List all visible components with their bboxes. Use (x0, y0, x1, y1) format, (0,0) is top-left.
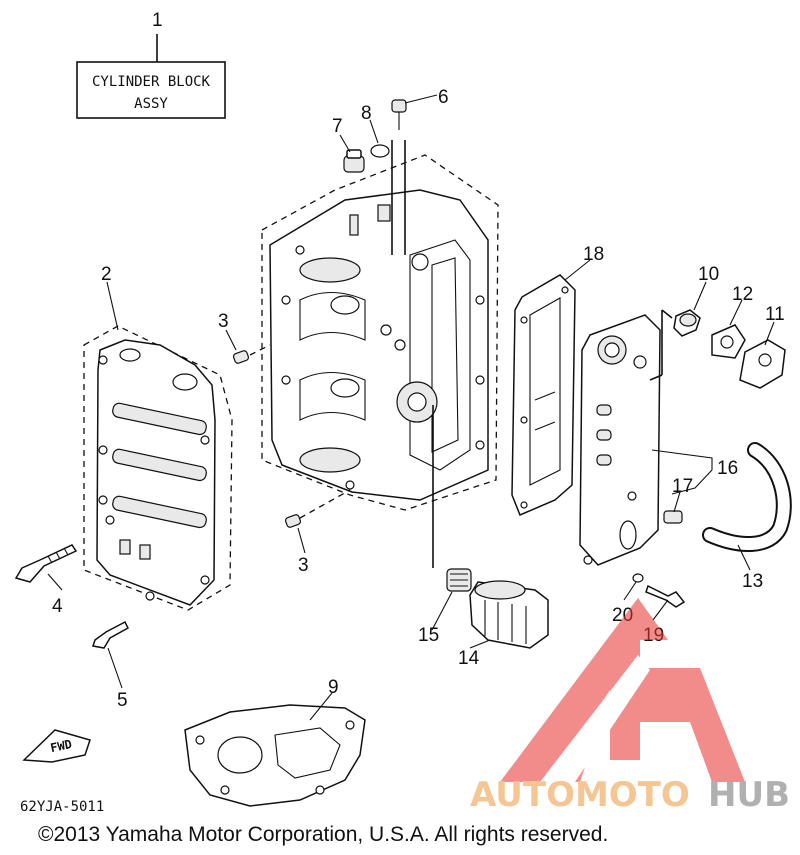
part-number-18: 18 (583, 244, 604, 265)
crankcase-part-2 (83, 325, 233, 611)
title-box: CYLINDER BLOCK ASSY (76, 61, 226, 119)
part-number-9: 9 (328, 677, 339, 698)
bolt-part-4 (14, 544, 78, 583)
cover-part-16 (579, 314, 661, 566)
leader-lines (47, 94, 775, 721)
part-number-1: 1 (152, 10, 163, 31)
part-number-10: 10 (698, 264, 719, 285)
part-number-6: 6 (438, 87, 449, 108)
hose-part-13 (702, 442, 792, 552)
title-line-2: ASSY (134, 96, 168, 112)
part-number-4: 4 (52, 596, 63, 617)
part-number-17: 17 (672, 476, 693, 497)
gasket-part-18 (511, 274, 576, 516)
dowel-pin-lower (284, 514, 302, 528)
part-number-16: 16 (717, 458, 738, 479)
gasket-part-9 (184, 704, 366, 807)
part-number-11: 11 (765, 304, 785, 325)
watermark-logo: AUTOMOTO HUB (470, 598, 790, 815)
gasket-part-12 (711, 324, 746, 359)
plug-part-6 (391, 99, 407, 130)
bolt-part-19 (645, 584, 686, 608)
part-number-3a: 3 (218, 311, 229, 332)
gasket-part-8 (370, 144, 390, 158)
fwd-arrow-icon: FWD (22, 729, 91, 763)
fitting-part-17 (663, 510, 683, 524)
part-number-13: 13 (742, 571, 763, 592)
part-number-3b: 3 (298, 555, 309, 576)
part-number-15: 15 (418, 625, 439, 646)
plug-part-7 (343, 149, 365, 173)
watermark-text-part2: HUB (708, 775, 790, 815)
part-number-14: 14 (458, 648, 480, 669)
copyright-text: ©2013 Yamaha Motor Corporation, U.S.A. A… (38, 823, 608, 846)
part-number-12: 12 (732, 284, 753, 305)
diagram-code: 62YJA-5011 (20, 799, 104, 815)
bolt-part-5 (92, 620, 129, 649)
part-number-7: 7 (332, 116, 343, 137)
part-number-8: 8 (361, 103, 372, 124)
title-line-1: CYLINDER BLOCK (92, 74, 211, 90)
fwd-label: FWD (49, 737, 73, 755)
thermostat-part-10 (673, 309, 701, 337)
watermark-text-part1: AUTOMOTO (470, 775, 690, 815)
part-number-2: 2 (101, 264, 112, 285)
fitting-part-15 (446, 568, 472, 592)
washer-part-20 (632, 573, 644, 583)
part-number-5: 5 (117, 690, 128, 711)
oil-filter-part-14 (469, 580, 549, 649)
dowel-pin-upper (232, 350, 250, 364)
cover-part-11 (739, 339, 786, 389)
cylinder-block (261, 154, 499, 511)
